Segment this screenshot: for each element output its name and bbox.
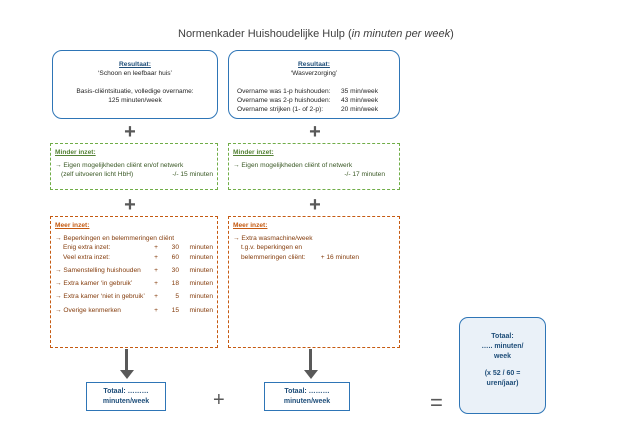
result-subtitle: ‘Schoon en leefbaar huis’ — [97, 69, 173, 77]
meer-item: → Extra wasmachine/week — [233, 235, 313, 243]
minder-inzet-box-1: Minder inzet: → Eigen mogelijkheden clië… — [50, 143, 218, 190]
result-line: Basis-cliëntsituatie, volledige overname… — [76, 87, 194, 95]
totaal-line: week — [493, 352, 512, 360]
totaal-line: minuten/week — [283, 397, 331, 405]
equals-sign: = — [430, 390, 443, 415]
totaal-line: Totaal: — [491, 333, 514, 340]
totaal-line: Totaal: ……… — [284, 388, 330, 395]
plus-sign: + — [309, 194, 321, 216]
meer-item: → Beperkingen en belemmeringen cliënt — [55, 235, 175, 243]
meer-value-row: belemmeringen cliënt:+ 16 minuten — [241, 253, 359, 261]
meer-inzet-box-1: Meer inzet: → Beperkingen en belemmering… — [50, 216, 218, 348]
title-italic: in minuten per week — [351, 28, 451, 40]
totaal-line: ….. minuten/ — [481, 342, 524, 350]
minder-inzet-box-2: Minder inzet: → Eigen mogelijkheden clië… — [228, 143, 400, 190]
totaal-box-1: Totaal: ……… minuten/week — [86, 382, 166, 411]
title-close: ) — [450, 28, 454, 40]
totaal-line: uren/jaar) — [486, 380, 519, 388]
down-arrow-shaft — [125, 349, 128, 371]
result-heading: Resultaat: — [119, 61, 151, 68]
minder-line: → Eigen mogelijkheden cliënt en/of netwe… — [55, 162, 184, 170]
minder-line: → Eigen mogelijkheden cliënt of netwerk — [233, 162, 353, 170]
totaal-box-2: Totaal: ……… minuten/week — [264, 382, 350, 411]
plus-sign: + — [124, 121, 136, 143]
totaal-line: minuten/week — [102, 397, 150, 405]
plus-sign: + — [309, 121, 321, 143]
result-box-wasverzorging: Resultaat: ‘Wasverzorging’ Overname was … — [228, 50, 400, 119]
rate-row: Overname was 2-p huishouden:43 min/week — [237, 96, 379, 104]
down-arrow-icon — [119, 370, 134, 379]
rate-row: Overname strijken (1- of 2-p):20 min/wee… — [237, 105, 379, 113]
plus-sign: + — [213, 389, 225, 411]
result-subtitle: ‘Wasverzorging’ — [290, 69, 338, 77]
meer-heading: Meer inzet: — [55, 222, 90, 229]
minder-value: -/- 17 minuten — [344, 171, 385, 179]
down-arrow-shaft — [309, 349, 312, 371]
totaal-box-final: Totaal: ….. minuten/ week (x 52 / 60 = u… — [459, 317, 546, 414]
down-arrow-icon — [303, 370, 318, 379]
result-box-schoon: Resultaat: ‘Schoon en leefbaar huis’ Bas… — [52, 50, 218, 119]
minder-value-row: (zelf uitvoeren licht HbH)-/- 15 minuten — [61, 171, 213, 179]
diagram-title: Normenkader Huishoudelijke Hulp (in minu… — [178, 28, 508, 40]
result-heading: Resultaat: — [298, 61, 330, 68]
totaal-line: Totaal: ……… — [103, 388, 149, 395]
meer-inzet-box-2: Meer inzet: → Extra wasmachine/week t.g.… — [228, 216, 400, 348]
meer-heading: Meer inzet: — [233, 222, 268, 229]
plus-sign: + — [124, 194, 136, 216]
title-main: Normenkader Huishoudelijke Hulp ( — [178, 28, 352, 40]
rate-row: Overname was 1-p huishouden:35 min/week — [237, 87, 379, 95]
minder-heading: Minder inzet: — [233, 149, 274, 156]
result-line: 125 minuten/week — [108, 96, 162, 104]
totaal-line: (x 52 / 60 = — [484, 370, 521, 378]
meer-item-cont: t.g.v. beperkingen en — [241, 244, 303, 252]
minder-heading: Minder inzet: — [55, 149, 96, 156]
